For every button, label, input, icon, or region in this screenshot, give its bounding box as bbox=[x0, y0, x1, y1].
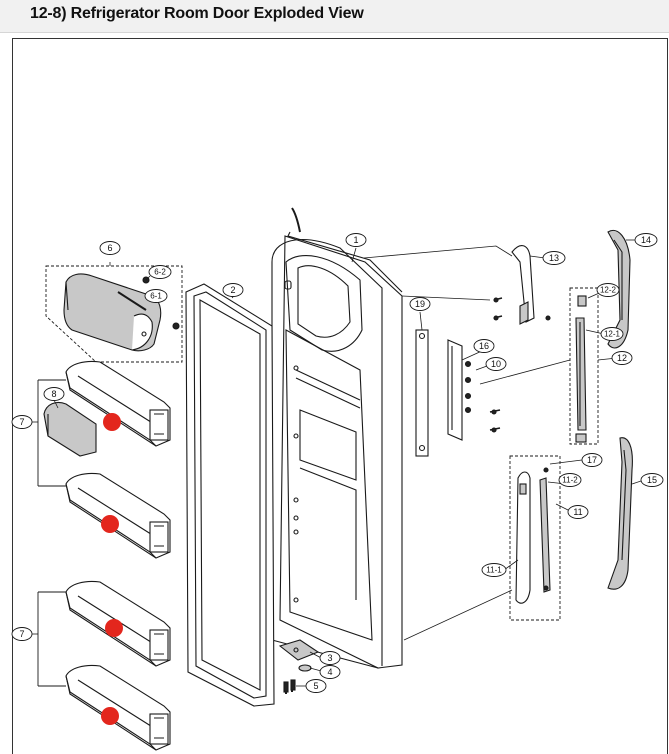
title-bar: 12-8) Refrigerator Room Door Exploded Vi… bbox=[0, 0, 669, 33]
upper-handle bbox=[511, 245, 551, 325]
label-15: 15 bbox=[647, 475, 657, 485]
label-12-1: 12-1 bbox=[604, 330, 621, 339]
label-7a: 7 bbox=[19, 417, 24, 427]
handle-cover-lower bbox=[607, 437, 633, 590]
handle-cover-upper bbox=[607, 230, 631, 349]
red-markers bbox=[101, 413, 123, 725]
handle-trim-upper bbox=[569, 287, 599, 445]
label-4: 4 bbox=[327, 667, 332, 677]
label-10: 10 bbox=[491, 359, 501, 369]
marker-bin-1 bbox=[103, 413, 121, 431]
label-1: 1 bbox=[353, 235, 358, 245]
door-bin-insert bbox=[43, 401, 97, 457]
label-11: 11 bbox=[573, 507, 582, 517]
upper-handle-mount bbox=[415, 297, 503, 457]
callout-labels: 1 2 6 6-1 6-2 7 7 8 3 4 5 19 16 10 13 14… bbox=[19, 235, 657, 691]
page-title: 12-8) Refrigerator Room Door Exploded Vi… bbox=[30, 5, 364, 22]
label-13: 13 bbox=[549, 253, 559, 263]
label-19: 19 bbox=[415, 299, 425, 309]
marker-bin-4 bbox=[101, 707, 119, 725]
lower-hinge bbox=[278, 639, 320, 694]
label-8: 8 bbox=[51, 389, 56, 399]
label-14: 14 bbox=[641, 235, 651, 245]
marker-bin-3 bbox=[105, 619, 123, 637]
door-bin-4 bbox=[65, 664, 171, 751]
callouts bbox=[11, 233, 664, 693]
label-12: 12 bbox=[617, 353, 627, 363]
door-bin-1 bbox=[65, 360, 171, 447]
dispenser-cover bbox=[45, 265, 183, 363]
label-6: 6 bbox=[107, 243, 112, 253]
door-body bbox=[271, 207, 403, 669]
label-7b: 7 bbox=[19, 629, 24, 639]
label-6-2: 6-2 bbox=[154, 268, 166, 277]
marker-bin-2 bbox=[101, 515, 119, 533]
label-3: 3 bbox=[327, 653, 332, 663]
door-gasket bbox=[185, 283, 275, 707]
door-bin-2 bbox=[65, 472, 171, 559]
label-2: 2 bbox=[230, 285, 235, 295]
label-11-1: 11-1 bbox=[486, 566, 502, 575]
label-6-1: 6-1 bbox=[150, 292, 162, 301]
label-11-2: 11-2 bbox=[562, 476, 578, 485]
label-5: 5 bbox=[313, 681, 318, 691]
label-12-2: 12-2 bbox=[600, 286, 617, 295]
diagram-frame bbox=[12, 38, 668, 754]
label-17: 17 bbox=[587, 455, 597, 465]
handle-trim-lower bbox=[509, 455, 561, 621]
label-16: 16 bbox=[479, 341, 489, 351]
